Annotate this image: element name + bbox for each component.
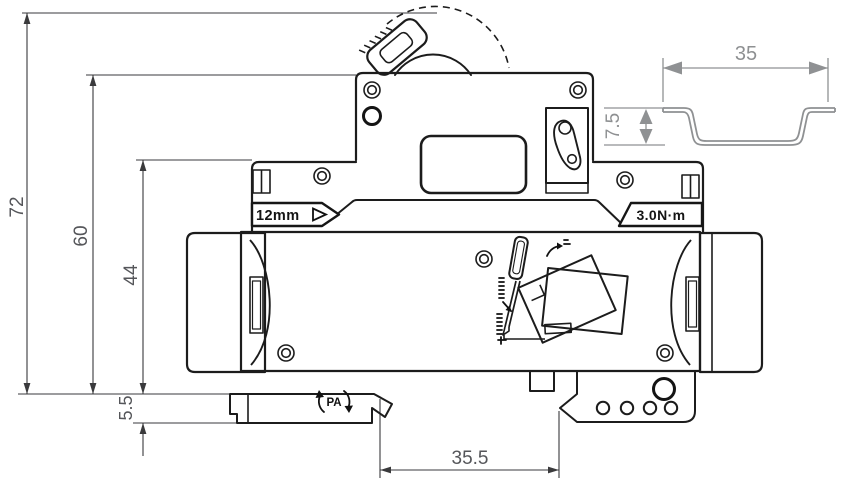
vent-holes xyxy=(595,400,679,416)
main-body-outline xyxy=(239,230,702,373)
screw-icon xyxy=(656,344,674,362)
rotary-handle xyxy=(358,5,510,76)
test-toggle xyxy=(545,107,589,194)
tilted-breaker-outline xyxy=(517,254,629,344)
rail-dim-arrow-left xyxy=(663,61,682,75)
main-body xyxy=(185,230,764,374)
dim-label-rail-width: 35 xyxy=(735,43,757,65)
screw-icon xyxy=(363,81,381,99)
din-rail-profile: 35 7.5 xyxy=(603,43,836,146)
rail-dim-arrow-right xyxy=(809,61,828,75)
mid-housing: 12mm 3.0N·m xyxy=(250,160,705,234)
din-clip-area: PA xyxy=(229,370,696,424)
toggle-lever xyxy=(553,119,582,171)
handle-lever-outline xyxy=(366,18,428,76)
dim-label-overall-height: 72 xyxy=(7,196,28,217)
handle-swing-dashed-arc xyxy=(386,5,510,69)
recess-width-dimension: 35.5 xyxy=(379,399,560,478)
upper-housing-outline xyxy=(354,71,595,162)
torque-label: 3.0N·m xyxy=(636,207,685,223)
mounting-instruction-graphic xyxy=(475,235,629,345)
sliding-clip-section xyxy=(559,370,696,423)
clamp-slot xyxy=(251,280,262,330)
front-face-chamfer xyxy=(324,199,624,226)
terminal-contour xyxy=(670,239,692,366)
screw-icon xyxy=(569,81,587,99)
rail-slot-detail xyxy=(544,322,573,335)
upper-housing xyxy=(354,71,595,195)
dim-label-rail-depth: 7.5 xyxy=(603,113,624,139)
terminal-contour xyxy=(249,239,271,366)
recycling-pa-icon: PA xyxy=(315,390,353,413)
strip-length-label: 12mm xyxy=(256,208,300,224)
dim-label-upper-height: 60 xyxy=(71,225,92,246)
strip-direction-arrow-icon xyxy=(312,207,329,222)
material-label: PA xyxy=(326,397,341,409)
torque-plate: 3.0N·m xyxy=(617,201,704,228)
instruction-marks xyxy=(496,239,571,345)
rail-outer-line xyxy=(663,107,835,142)
dim-label-foot-depth: 5.5 xyxy=(116,395,136,420)
upper-height-dimension: 60 xyxy=(71,75,97,394)
rail-inner-line xyxy=(663,111,835,146)
overall-height-dimension: 72 xyxy=(7,13,31,394)
strip-length-plate: 12mm xyxy=(250,201,341,228)
right-terminal-block xyxy=(656,231,764,374)
rail-stop-tab xyxy=(529,370,555,392)
screwdriver-icon xyxy=(502,235,545,340)
dim-label-body-height: 44 xyxy=(121,264,142,286)
clamp-slot xyxy=(687,280,698,328)
screw-icon xyxy=(616,171,634,189)
left-terminal-block xyxy=(185,231,295,374)
screw-icon xyxy=(277,344,295,362)
sealing-hole-icon xyxy=(362,106,382,126)
dimension-lines: 72 60 44 5.5 35.5 xyxy=(7,12,560,478)
screw-icon xyxy=(475,250,493,268)
terminal-cage-slot xyxy=(681,174,700,199)
clip-pull-hole-icon xyxy=(652,377,676,401)
foot-depth-dimension: 5.5 xyxy=(116,395,147,456)
sliding-clip-outline xyxy=(559,370,696,423)
handle-grip-hatching xyxy=(358,26,393,54)
fixed-foot: PA xyxy=(229,390,393,424)
body-height-dimension: 44 xyxy=(121,160,147,394)
terminal-cage-slot xyxy=(252,169,271,194)
dim-label-recess-width: 35.5 xyxy=(452,448,489,469)
label-window xyxy=(419,134,528,195)
screw-icon xyxy=(313,167,331,185)
handle-base-arc xyxy=(394,53,472,76)
handle-lever-inner xyxy=(379,31,414,64)
